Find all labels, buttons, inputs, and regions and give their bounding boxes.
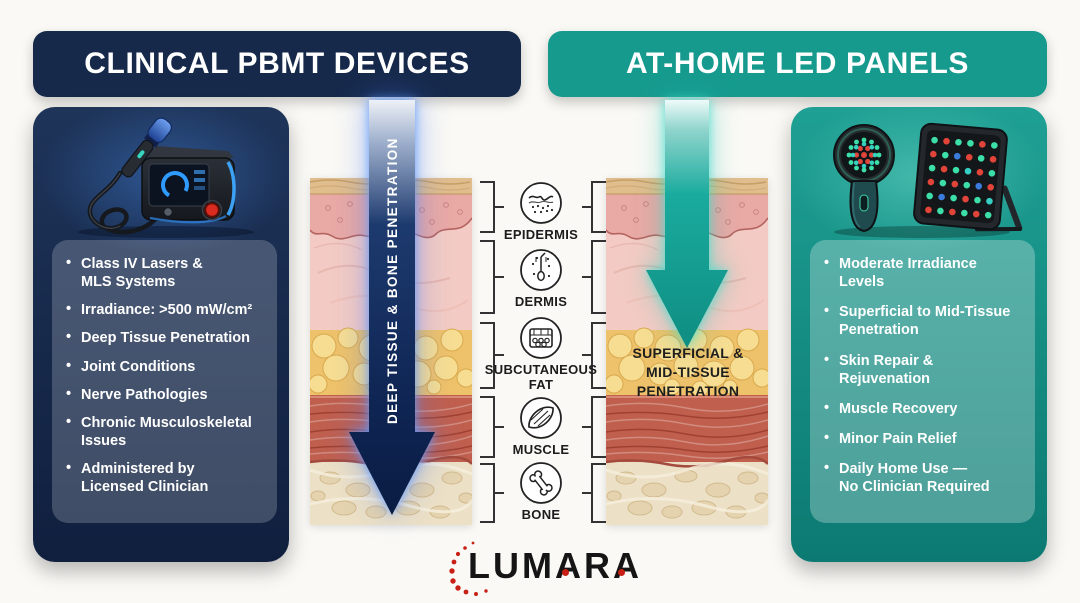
clinical-features-box: Class IV Lasers & MLS Systems Irradiance… bbox=[52, 240, 277, 523]
bracket-bone-right bbox=[582, 463, 606, 523]
logo-accent-dot bbox=[618, 569, 625, 576]
layer-label-epidermis: EPIDERMIS bbox=[481, 181, 601, 243]
bracket-bone-left bbox=[480, 463, 504, 523]
feature-item: Class IV Lasers & MLS Systems bbox=[65, 254, 269, 291]
feature-item: Moderate Irradiance Levels bbox=[823, 254, 1027, 291]
layer-label-muscle: MUSCLE bbox=[481, 396, 601, 458]
feature-item: Superficial to Mid-Tissue Penetration bbox=[823, 302, 1027, 339]
bracket-epidermis-right bbox=[582, 181, 606, 233]
clinical-features-list: Class IV Lasers & MLS Systems Irradiance… bbox=[65, 254, 269, 496]
muscle-icon bbox=[520, 397, 562, 439]
logo-dots-icon bbox=[449, 541, 488, 596]
bracket-muscle-left bbox=[480, 396, 504, 458]
feature-item: Daily Home Use — No Clinician Required bbox=[823, 459, 1027, 496]
lumara-logo: LUMARA bbox=[449, 541, 642, 596]
bracket-dermis-left bbox=[480, 240, 504, 314]
layer-label-text: BONE bbox=[521, 507, 561, 522]
subcutaneous-fat-icon bbox=[520, 317, 562, 359]
bone-icon bbox=[520, 462, 562, 504]
superficial-penetration-arrow bbox=[646, 100, 728, 348]
bracket-epidermis-left bbox=[480, 181, 504, 233]
layer-label-bone: BONE bbox=[481, 461, 601, 523]
bracket-fat-right bbox=[582, 322, 606, 389]
layer-label-text: MUSCLE bbox=[512, 442, 570, 457]
feature-item: Joint Conditions bbox=[65, 356, 269, 376]
layer-label-text: EPIDERMIS bbox=[503, 227, 579, 242]
feature-item: Irradiance: >500 mW/cm² bbox=[65, 300, 269, 319]
led-features-list: Moderate Irradiance Levels Superficial t… bbox=[823, 254, 1027, 496]
header-clinical: CLINICAL PBMT DEVICES bbox=[33, 31, 521, 97]
feature-item: Deep Tissue Penetration bbox=[65, 328, 269, 347]
bracket-muscle-right bbox=[582, 396, 606, 458]
layer-label-subcutaneous-fat: SUBCUTANEOUS FAT bbox=[481, 316, 601, 393]
layer-label-text: SUBCUTANEOUS FAT bbox=[484, 362, 598, 392]
clinical-laser-device-image bbox=[78, 117, 254, 238]
right-arrow-caption: SUPERFICIAL & MID-TISSUE PENETRATION bbox=[632, 345, 744, 399]
feature-item: Chronic Musculoskeletal Issues bbox=[65, 413, 269, 450]
header-at-home: AT-HOME LED PANELS bbox=[548, 31, 1047, 97]
led-features-box: Moderate Irradiance Levels Superficial t… bbox=[810, 240, 1035, 523]
feature-item: Nerve Pathologies bbox=[65, 385, 269, 404]
feature-item: Skin Repair & Rejuvenation bbox=[823, 350, 1027, 388]
logo-accent-dot bbox=[562, 569, 569, 576]
feature-item: Muscle Recovery bbox=[823, 399, 1027, 418]
epidermis-icon bbox=[520, 182, 562, 224]
layer-label-dermis: DERMIS bbox=[481, 248, 601, 310]
clinical-panel: Class IV Lasers & MLS Systems Irradiance… bbox=[33, 107, 289, 562]
deep-penetration-arrow: DEEP TISSUE & BONE PENETRATION bbox=[349, 100, 435, 515]
feature-item: Administered by Licensed Clinician bbox=[65, 459, 269, 496]
dermis-icon bbox=[520, 249, 562, 291]
bracket-dermis-right bbox=[582, 240, 606, 314]
led-devices-image bbox=[833, 122, 1023, 238]
feature-item: Minor Pain Relief bbox=[823, 429, 1027, 448]
led-panel: Moderate Irradiance Levels Superficial t… bbox=[791, 107, 1047, 562]
layer-label-text: DERMIS bbox=[514, 294, 568, 309]
bracket-fat-left bbox=[480, 322, 504, 389]
logo-text: LUMARA bbox=[468, 545, 642, 586]
deep-arrow-label: DEEP TISSUE & BONE PENETRATION bbox=[385, 137, 400, 424]
